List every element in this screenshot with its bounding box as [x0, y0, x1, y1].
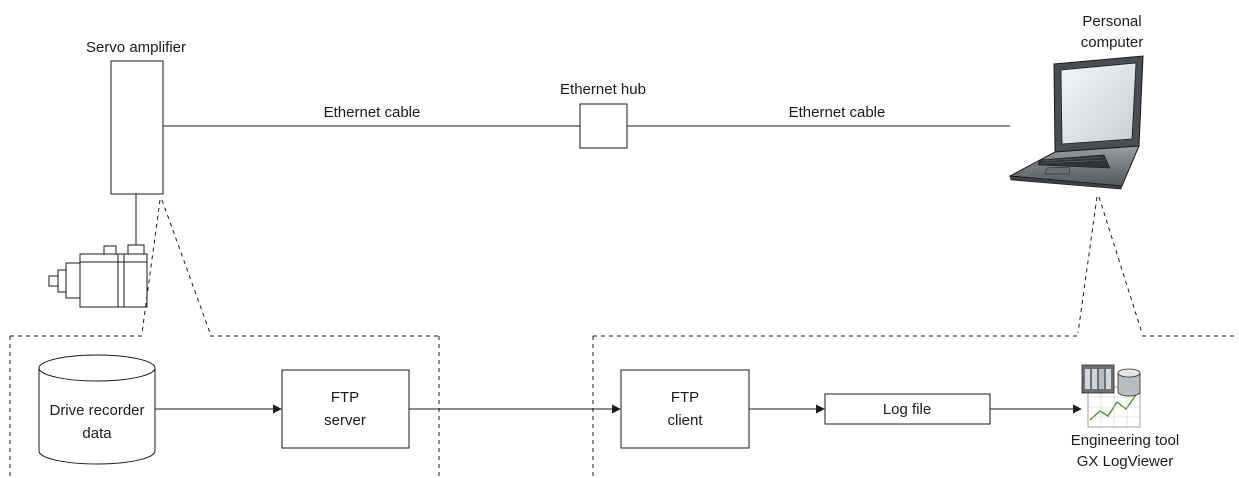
- ethernet-hub-label: Ethernet hub: [560, 81, 646, 98]
- drive-recorder-cylinder: [38, 354, 156, 465]
- engineering-tool-label-line2: GX LogViewer: [1077, 453, 1173, 470]
- laptop-icon: [1008, 55, 1144, 190]
- callout-line-amp-right: [161, 199, 211, 334]
- servo-motor-icon: [48, 244, 148, 308]
- drive-recorder-label-line1: Drive recorder: [49, 402, 144, 419]
- ftp-client-label-line1: FTP: [671, 389, 699, 406]
- servo-amplifier-box: [110, 60, 164, 195]
- ethernet-cable-right-label: Ethernet cable: [789, 104, 886, 121]
- log-file-label: Log file: [883, 401, 931, 418]
- drive-recorder-label-line2: data: [82, 425, 112, 442]
- ethernet-hub-box: [579, 103, 628, 149]
- ftp-client-label-line2: client: [667, 412, 703, 429]
- ftp-client-box: [620, 369, 750, 449]
- callout-line-pc-left: [1077, 196, 1098, 334]
- gx-logviewer-icon: [1081, 364, 1141, 428]
- ftp-server-label-line2: server: [324, 412, 366, 429]
- callout-line-amp-left: [141, 199, 161, 334]
- ftp-server-box: [281, 369, 410, 449]
- pc-label-line2: computer: [1081, 34, 1144, 51]
- ftp-server-label-line1: FTP: [331, 389, 359, 406]
- ethernet-cable-left-label: Ethernet cable: [324, 104, 421, 121]
- pc-label-line1: Personal: [1082, 13, 1141, 30]
- servo-amplifier-label: Servo amplifier: [86, 39, 186, 56]
- engineering-tool-label-line1: Engineering tool: [1071, 432, 1179, 449]
- callout-line-pc-right: [1098, 196, 1143, 334]
- log-file-box: [824, 393, 991, 425]
